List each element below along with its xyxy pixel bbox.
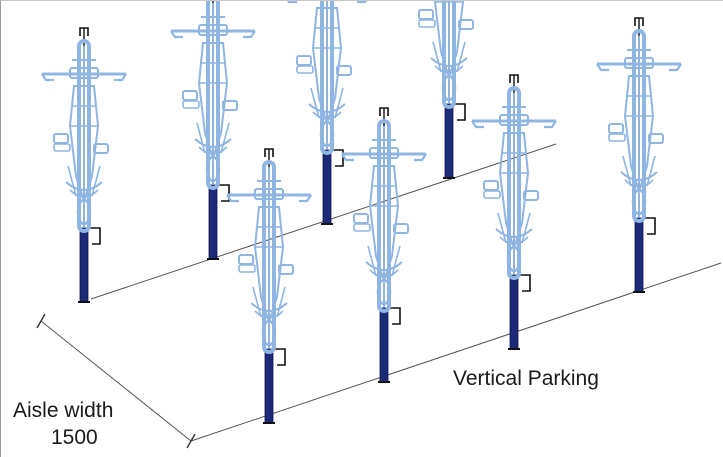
aisle-edge-line (40, 320, 192, 442)
bike-rack-unit (169, 1, 257, 261)
bike-rack-unit (225, 147, 313, 425)
aisle-width-value: 1500 (51, 426, 98, 449)
bike-rack-unit (283, 1, 371, 226)
vertical-parking-label: Vertical Parking (453, 367, 599, 390)
bike-rack-unit (470, 73, 558, 351)
aisle-width-label: Aisle width (13, 399, 114, 422)
aisle-tick-start (36, 313, 46, 329)
bike-rack-unit (40, 26, 128, 304)
aisle-tick-end (186, 433, 196, 449)
bike-rack-unit (340, 106, 428, 384)
bike-rack-unit (595, 16, 683, 294)
front-row-floor-line (190, 262, 722, 442)
bike-rack-unit (405, 1, 493, 180)
